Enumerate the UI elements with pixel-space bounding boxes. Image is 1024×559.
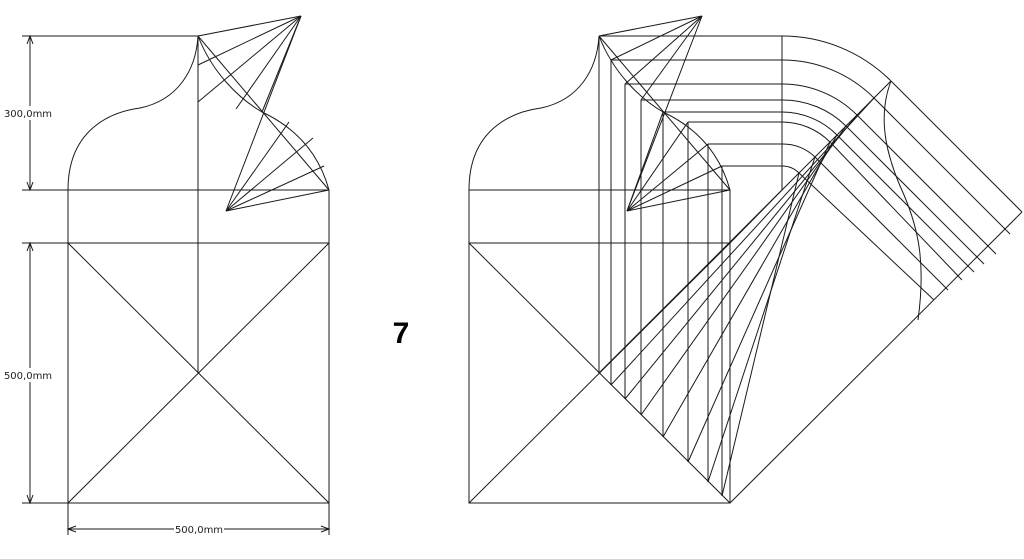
right-outer-parallels	[729, 80, 1023, 504]
dimension-height-bottom-label: 500,0mm	[4, 371, 52, 382]
right-view	[468, 15, 1023, 504]
dimension-width-label: 500,0mm	[175, 525, 223, 536]
right-horizontal-projections	[599, 35, 783, 190]
right-bend-arcs	[781, 35, 892, 174]
left-upper-fan	[197, 15, 302, 212]
left-ogee-profile	[67, 35, 199, 191]
left-lower-fan	[197, 35, 330, 212]
right-developed-curve	[883, 80, 922, 321]
dimension-height-bottom: 500,0mm	[4, 241, 68, 505]
dimension-width: 500,0mm	[66, 503, 331, 536]
right-fan	[598, 15, 731, 212]
dimension-height-top: 300,0mm	[4, 34, 198, 192]
right-diagonal-projections	[598, 80, 892, 497]
left-view: 300,0mm 500,0mm 500,0mm	[4, 15, 331, 536]
dimension-height-top-label: 300,0mm	[4, 109, 52, 120]
step-number: 7	[393, 317, 410, 350]
right-ogee-profile	[468, 35, 600, 191]
